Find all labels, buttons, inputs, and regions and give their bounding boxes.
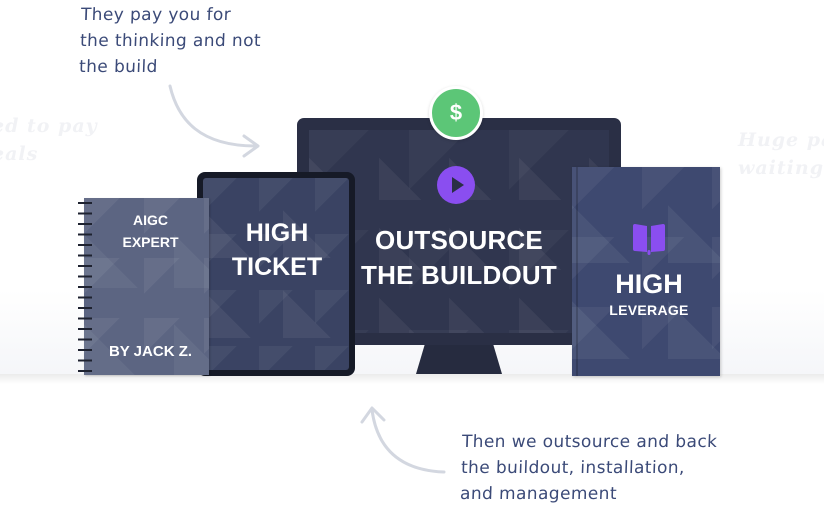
spiral-binding-icon [78, 202, 92, 374]
floor-shadow [0, 374, 824, 384]
bottom-annotation: Then we outsource and back the buildout,… [460, 429, 718, 507]
book [572, 167, 720, 376]
faded-text-right-line: Huge pa [738, 129, 824, 151]
play-icon[interactable] [437, 166, 475, 204]
monitor-screen [309, 130, 609, 333]
top-annotation-line: the build [78, 57, 159, 77]
spiral-notebook [84, 198, 209, 375]
faded-text-right-line: waiting [738, 157, 824, 179]
book-icon [633, 224, 665, 255]
notebook-author: BY JACK Z. [108, 343, 193, 360]
dollar-icon: $ [429, 86, 483, 140]
monitor-title-line: THE BUILDOUT [361, 260, 557, 290]
tablet-title-line: HIGH [245, 219, 309, 247]
bottom-annotation-line: the buildout, installation, [460, 458, 686, 478]
monitor-title-line: OUTSOURCE [375, 225, 543, 255]
book-title: HIGH [615, 269, 683, 299]
faded-text-left-line: eals [0, 143, 39, 165]
notebook-title-line: EXPERT [122, 234, 179, 250]
bottom-annotation-line: Then we outsource and back [461, 432, 718, 452]
tablet-title-line: TICKET [231, 253, 323, 281]
top-annotation-line: the thinking and not [79, 31, 262, 51]
top-annotation-line: They pay you for [80, 5, 232, 25]
curved-arrow-top-icon [168, 84, 260, 158]
book-subtitle: LEVERAGE [609, 302, 689, 318]
faded-text-left: ed to pay eals [0, 112, 98, 168]
monitor-stand [416, 345, 502, 374]
tablet-screen [203, 178, 349, 370]
faded-text-right: Huge pa waiting [738, 126, 824, 182]
faded-text-left-line: ed to pay [0, 115, 98, 137]
tablet-title: HIGH TICKET [218, 216, 336, 284]
tablet [197, 172, 355, 376]
bottom-annotation-line: and management [459, 484, 618, 504]
monitor-title: OUTSOURCE THE BUILDOUT [297, 223, 621, 293]
notebook-title: AIGC EXPERT [92, 209, 209, 253]
curved-arrow-bottom-icon [360, 406, 446, 474]
top-annotation: They pay you for the thinking and not th… [79, 2, 263, 80]
notebook-title-line: AIGC [133, 212, 168, 228]
